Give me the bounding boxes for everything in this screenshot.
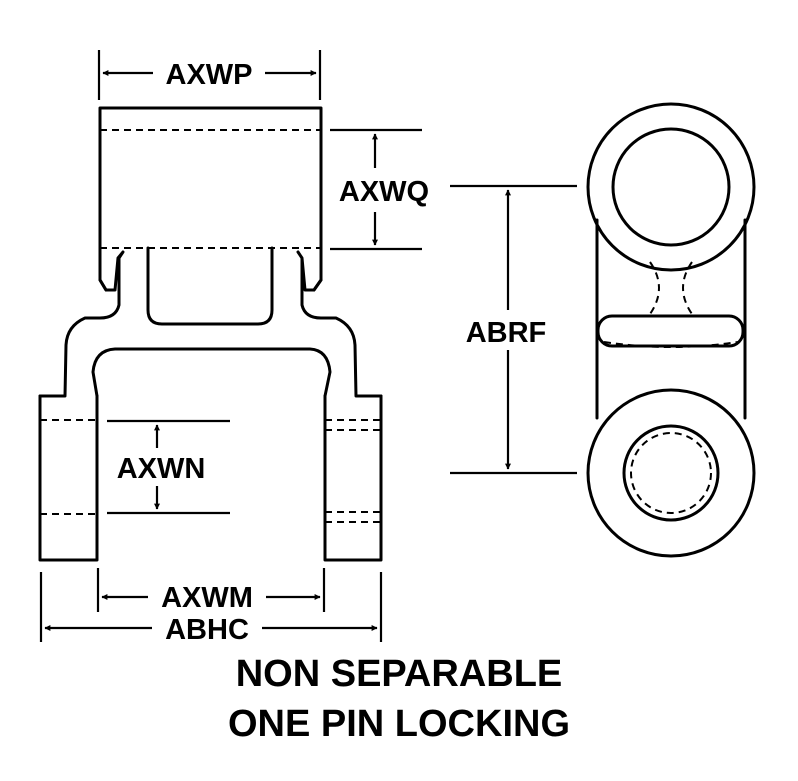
right-leg [323, 394, 383, 562]
axwn-label: AXWN [117, 453, 206, 485]
axwm-label: AXWM [161, 582, 253, 614]
dimension-axwp: AXWP [97, 50, 322, 100]
front-view [38, 106, 383, 562]
abrf-label: ABRF [466, 317, 547, 349]
dimension-axwn: AXWN [107, 419, 230, 515]
dimension-axwq: AXWQ [330, 128, 429, 251]
axwp-label: AXWP [166, 59, 253, 91]
axwq-label: AXWQ [339, 176, 429, 208]
body-outline [38, 246, 383, 398]
dimension-abhc: ABHC [39, 572, 383, 646]
abhc-label: ABHC [165, 614, 249, 646]
dimension-abrf: ABRF [450, 184, 577, 475]
caption-line-1: NON SEPARABLE [235, 653, 563, 695]
side-view [586, 102, 756, 558]
side-neck [596, 261, 745, 348]
top-eye [586, 102, 756, 272]
side-link-plate [595, 218, 747, 420]
upper-block [98, 106, 323, 292]
caption-line-2: ONE PIN LOCKING [227, 703, 571, 745]
dimension-axwm: AXWM [96, 568, 326, 614]
left-leg [38, 394, 99, 562]
bottom-eye [586, 388, 756, 558]
